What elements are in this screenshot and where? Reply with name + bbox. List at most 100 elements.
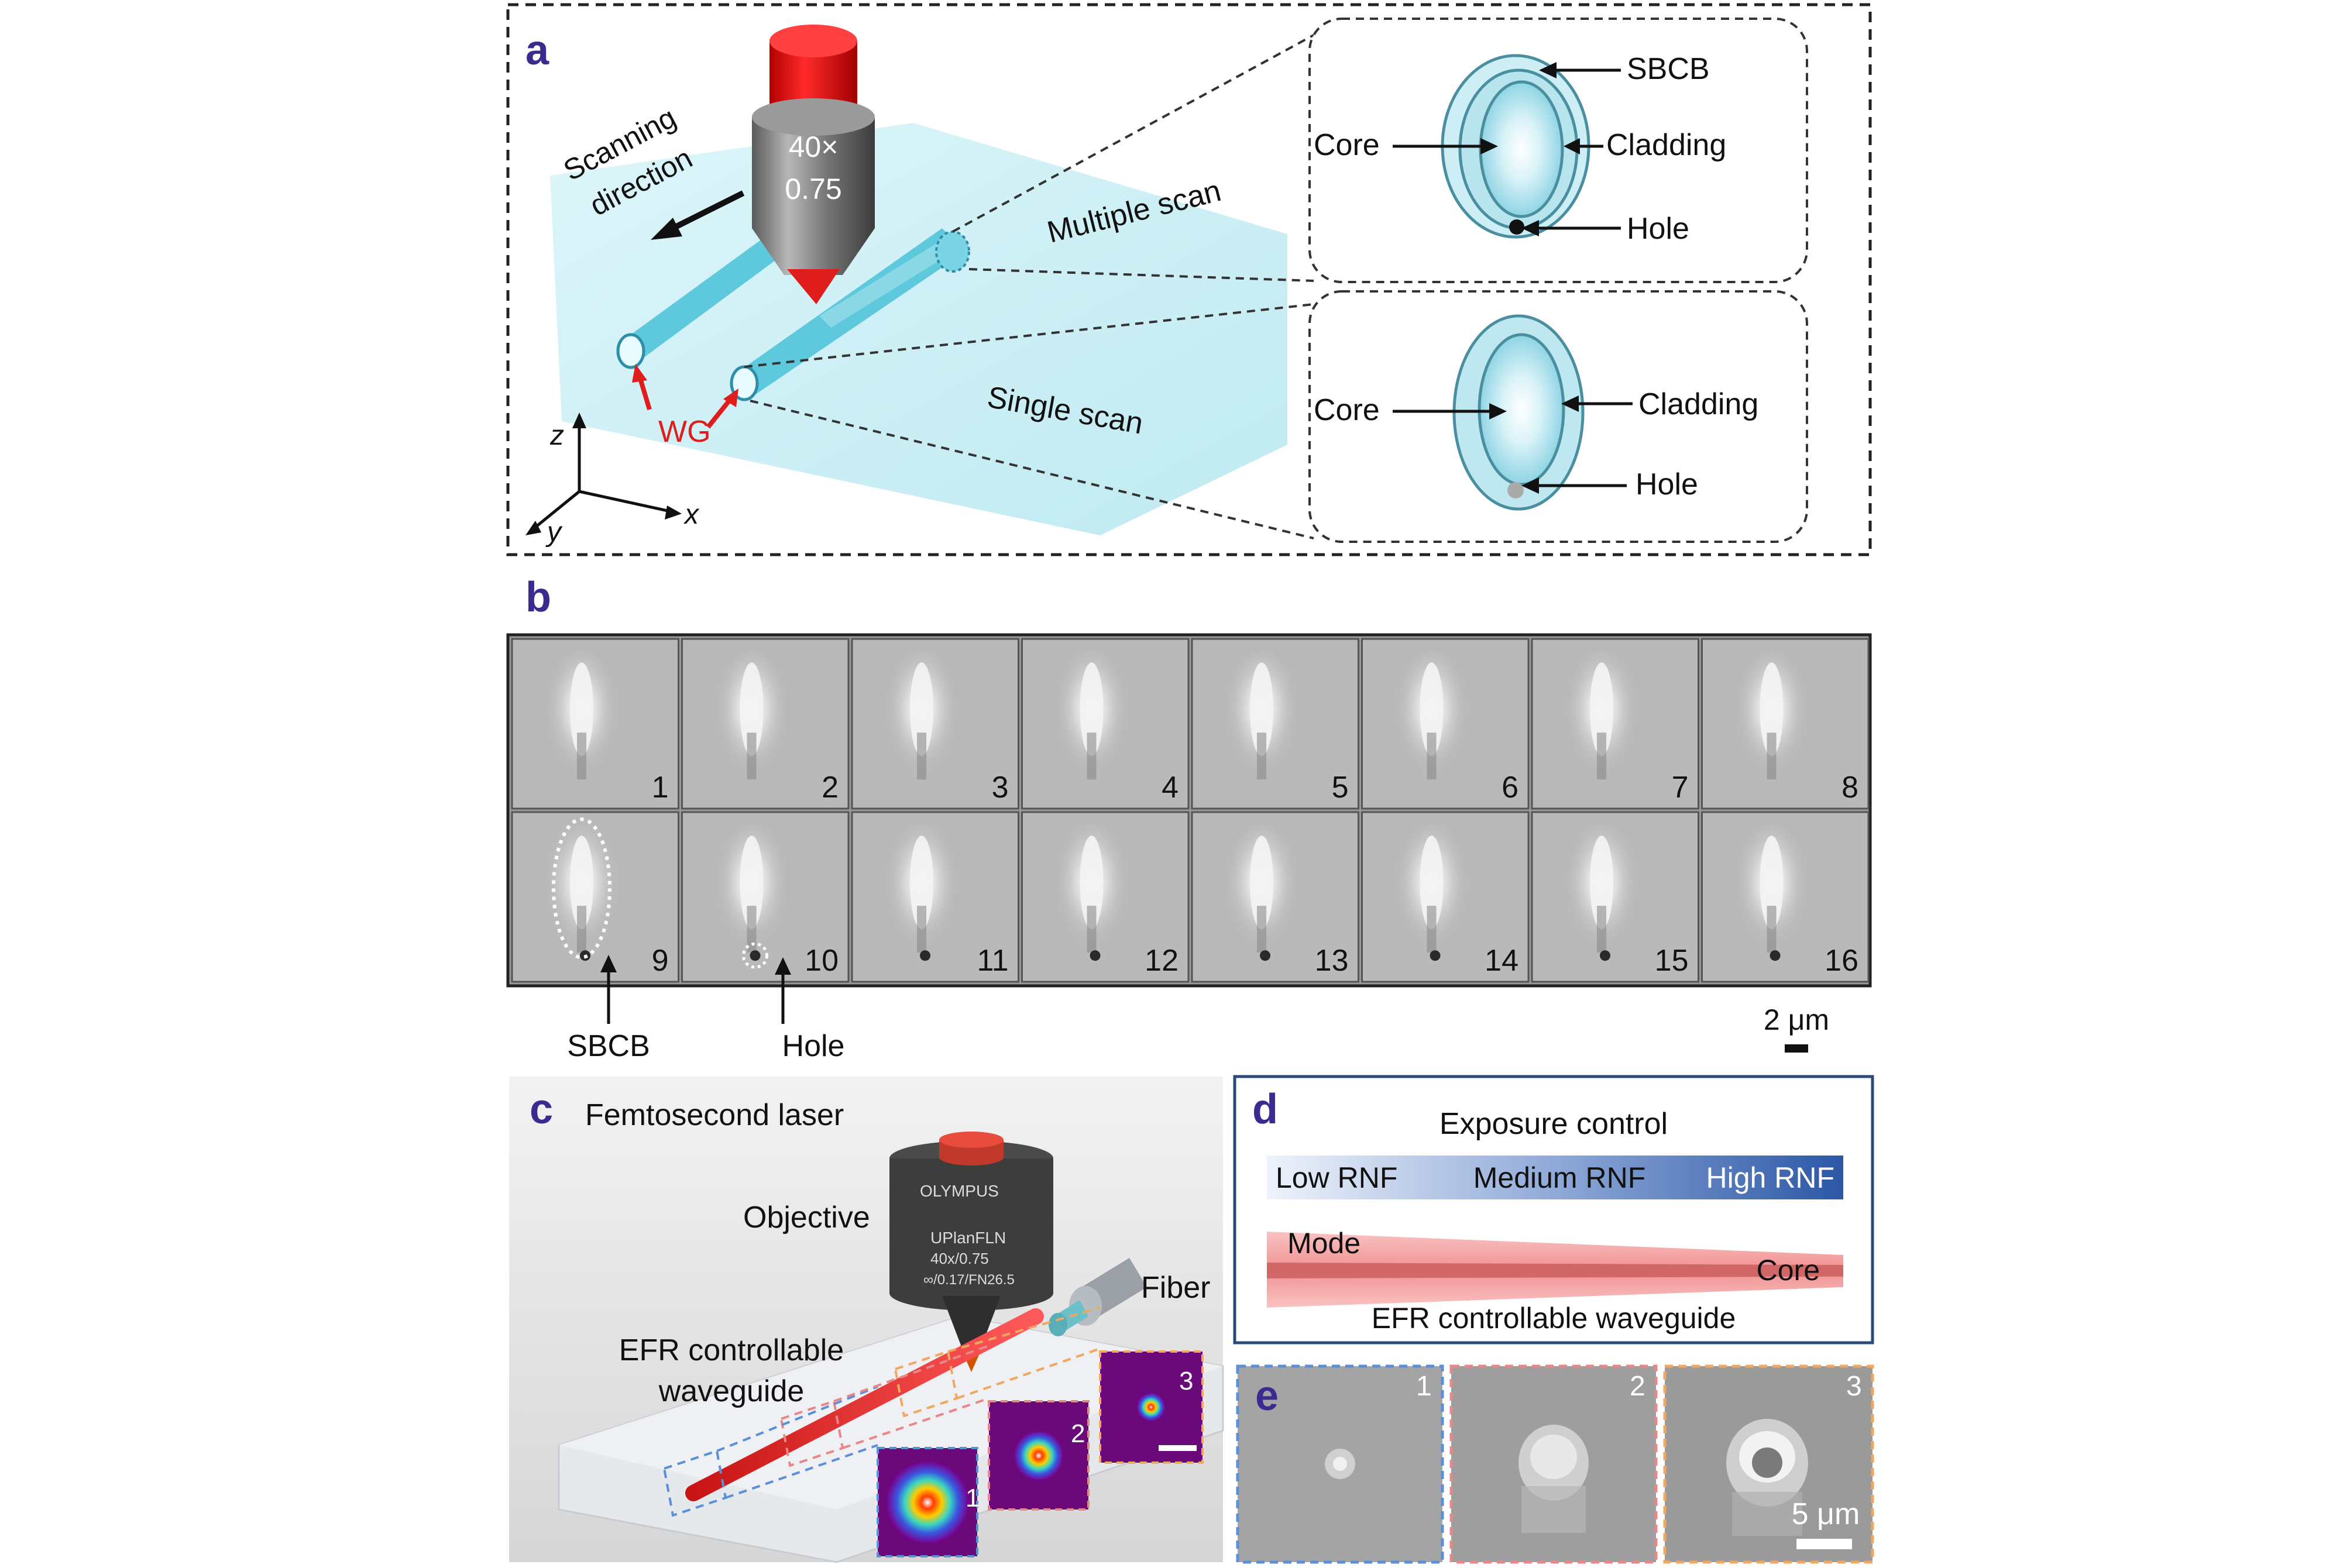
tile-number: 4 — [1162, 771, 1179, 804]
micrograph-tile: 11 — [851, 811, 1019, 983]
micrograph-tile: 13 — [1191, 811, 1359, 983]
tile-number: 14 — [1485, 944, 1518, 978]
tile-number: 1 — [652, 771, 669, 804]
micrograph-tile: 15 — [1531, 811, 1699, 983]
micrograph-tile: 8 — [1701, 638, 1870, 810]
e-tile-3-label: 3 — [1846, 1371, 1862, 1402]
d-medium-rnf: Medium RNF — [1473, 1161, 1645, 1194]
axis-x: x — [683, 499, 700, 530]
e-tile-2 — [1449, 1364, 1658, 1564]
micrograph-tile: 6 — [1361, 638, 1530, 810]
tile-number: 13 — [1315, 944, 1349, 978]
tile-number: 15 — [1655, 944, 1689, 978]
inset-single-scan — [1308, 290, 1808, 543]
tile-number: 10 — [805, 944, 839, 978]
panel-label-a: a — [525, 27, 549, 74]
inset-top-hole: Hole — [1627, 212, 1689, 246]
axis-z: z — [549, 420, 564, 451]
micrograph-tile: 1 — [511, 638, 679, 810]
micrograph-tile: 2 — [681, 638, 850, 810]
micrograph-tile: 4 — [1021, 638, 1190, 810]
inset-bottom-hole: Hole — [1636, 467, 1698, 501]
panel-label-d: d — [1252, 1086, 1278, 1133]
c-objective — [889, 1132, 1053, 1372]
wg-label: WG — [658, 415, 711, 449]
objective-lens — [752, 25, 875, 304]
c-mode-2 — [988, 1400, 1090, 1511]
d-rnf-bar — [1267, 1156, 1843, 1199]
c-objective-label: Objective — [743, 1201, 870, 1235]
c-femtosecond-label: Femtosecond laser — [585, 1098, 844, 1132]
tile-number: 3 — [992, 771, 1009, 804]
b-scalebar — [1785, 1044, 1808, 1053]
c-obj-text-2: UPlanFLN — [930, 1229, 1006, 1247]
d-efr-label: EFR controllable waveguide — [1372, 1302, 1736, 1335]
inset-top-cladding: Cladding — [1606, 128, 1726, 162]
scanning-arrow — [651, 190, 745, 240]
d-exposure-label: Exposure control — [1439, 1107, 1668, 1141]
d-high-rnf: High RNF — [1706, 1161, 1834, 1194]
tile-number: 7 — [1672, 771, 1689, 804]
c-obj-text-3: 40x/0.75 — [930, 1250, 989, 1267]
zoom-lines — [744, 34, 1314, 539]
e-tile-2-label: 2 — [1630, 1371, 1645, 1402]
objective-magnification: 40× — [789, 130, 839, 163]
panel-d: d Exposure control Low RNF Medium RNF Hi… — [1233, 1075, 1874, 1345]
c-dashed-boxes — [662, 1306, 1101, 1517]
c-mode-2-label: 2 — [1071, 1419, 1085, 1448]
micrograph-tile: 3 — [851, 638, 1019, 810]
panel-e: e 1 2 3 5 μm — [1236, 1364, 1874, 1564]
axes — [525, 412, 682, 535]
micrograph-tile: 5 — [1191, 638, 1359, 810]
e-tile-1 — [1236, 1364, 1444, 1564]
inset-top-sbcb: SBCB — [1627, 52, 1710, 86]
c-fiber-label: Fiber — [1141, 1271, 1210, 1305]
e-tile-3 — [1663, 1364, 1874, 1564]
e-tile-1-label: 1 — [1416, 1371, 1432, 1402]
c-mode-1-label: 1 — [966, 1484, 980, 1512]
c-mode-3 — [1099, 1350, 1204, 1464]
b-sbcb-label: SBCB — [567, 1029, 650, 1063]
inset-top-core: Core — [1314, 128, 1380, 162]
e-scalebar-label: 5 μm — [1792, 1497, 1860, 1531]
tile-number: 9 — [652, 944, 669, 978]
micrograph-tile: 12 — [1021, 811, 1190, 983]
panel-label-c: c — [530, 1086, 553, 1133]
b-hole-label: Hole — [782, 1029, 845, 1063]
inset-bottom-cladding: Cladding — [1638, 387, 1758, 421]
micrograph-tile: 7 — [1531, 638, 1699, 810]
micrograph-tile: 14 — [1361, 811, 1530, 983]
panel-c: c OLYMPUS UPlanFLN 40x/0.75 ∞/0.17/FN26.… — [509, 1077, 1224, 1563]
d-core-line — [1267, 1263, 1843, 1278]
d-low-rnf: Low RNF — [1276, 1161, 1397, 1194]
panel-label-e: e — [1255, 1373, 1279, 1419]
inset-bottom-core: Core — [1314, 393, 1380, 427]
panel-a: a 40× 0.75 Scanning direction — [506, 3, 1872, 556]
e-scalebar — [1796, 1539, 1852, 1549]
d-mode-label: Mode — [1287, 1227, 1360, 1260]
tile-number: 11 — [977, 944, 1009, 978]
axis-y: y — [545, 517, 563, 548]
micrograph-tile: 10 — [681, 811, 850, 983]
tile-number: 12 — [1145, 944, 1179, 978]
tile-number: 2 — [822, 771, 839, 804]
c-obj-text-1: OLYMPUS — [920, 1182, 999, 1200]
d-core-label: Core — [1757, 1254, 1820, 1287]
tile-number: 8 — [1841, 771, 1858, 804]
wg-arrows — [632, 364, 738, 429]
micrograph-tile: 16 — [1701, 811, 1870, 983]
objective-na: 0.75 — [785, 173, 841, 205]
tile-number: 16 — [1825, 944, 1858, 978]
glass-substrate — [550, 123, 1287, 535]
panel-label-b: b — [525, 574, 551, 621]
tile-number: 5 — [1332, 771, 1349, 804]
panel-a-frame — [506, 3, 1872, 556]
c-efr-label-2: waveguide — [658, 1374, 805, 1408]
c-mode-1 — [877, 1447, 978, 1557]
micrograph-tile: 9 — [511, 811, 679, 983]
c-efr-label-1: EFR controllable — [619, 1333, 844, 1367]
c-laser-waveguide — [685, 1308, 1044, 1501]
b-scalebar-label: 2 μm — [1764, 1003, 1829, 1036]
